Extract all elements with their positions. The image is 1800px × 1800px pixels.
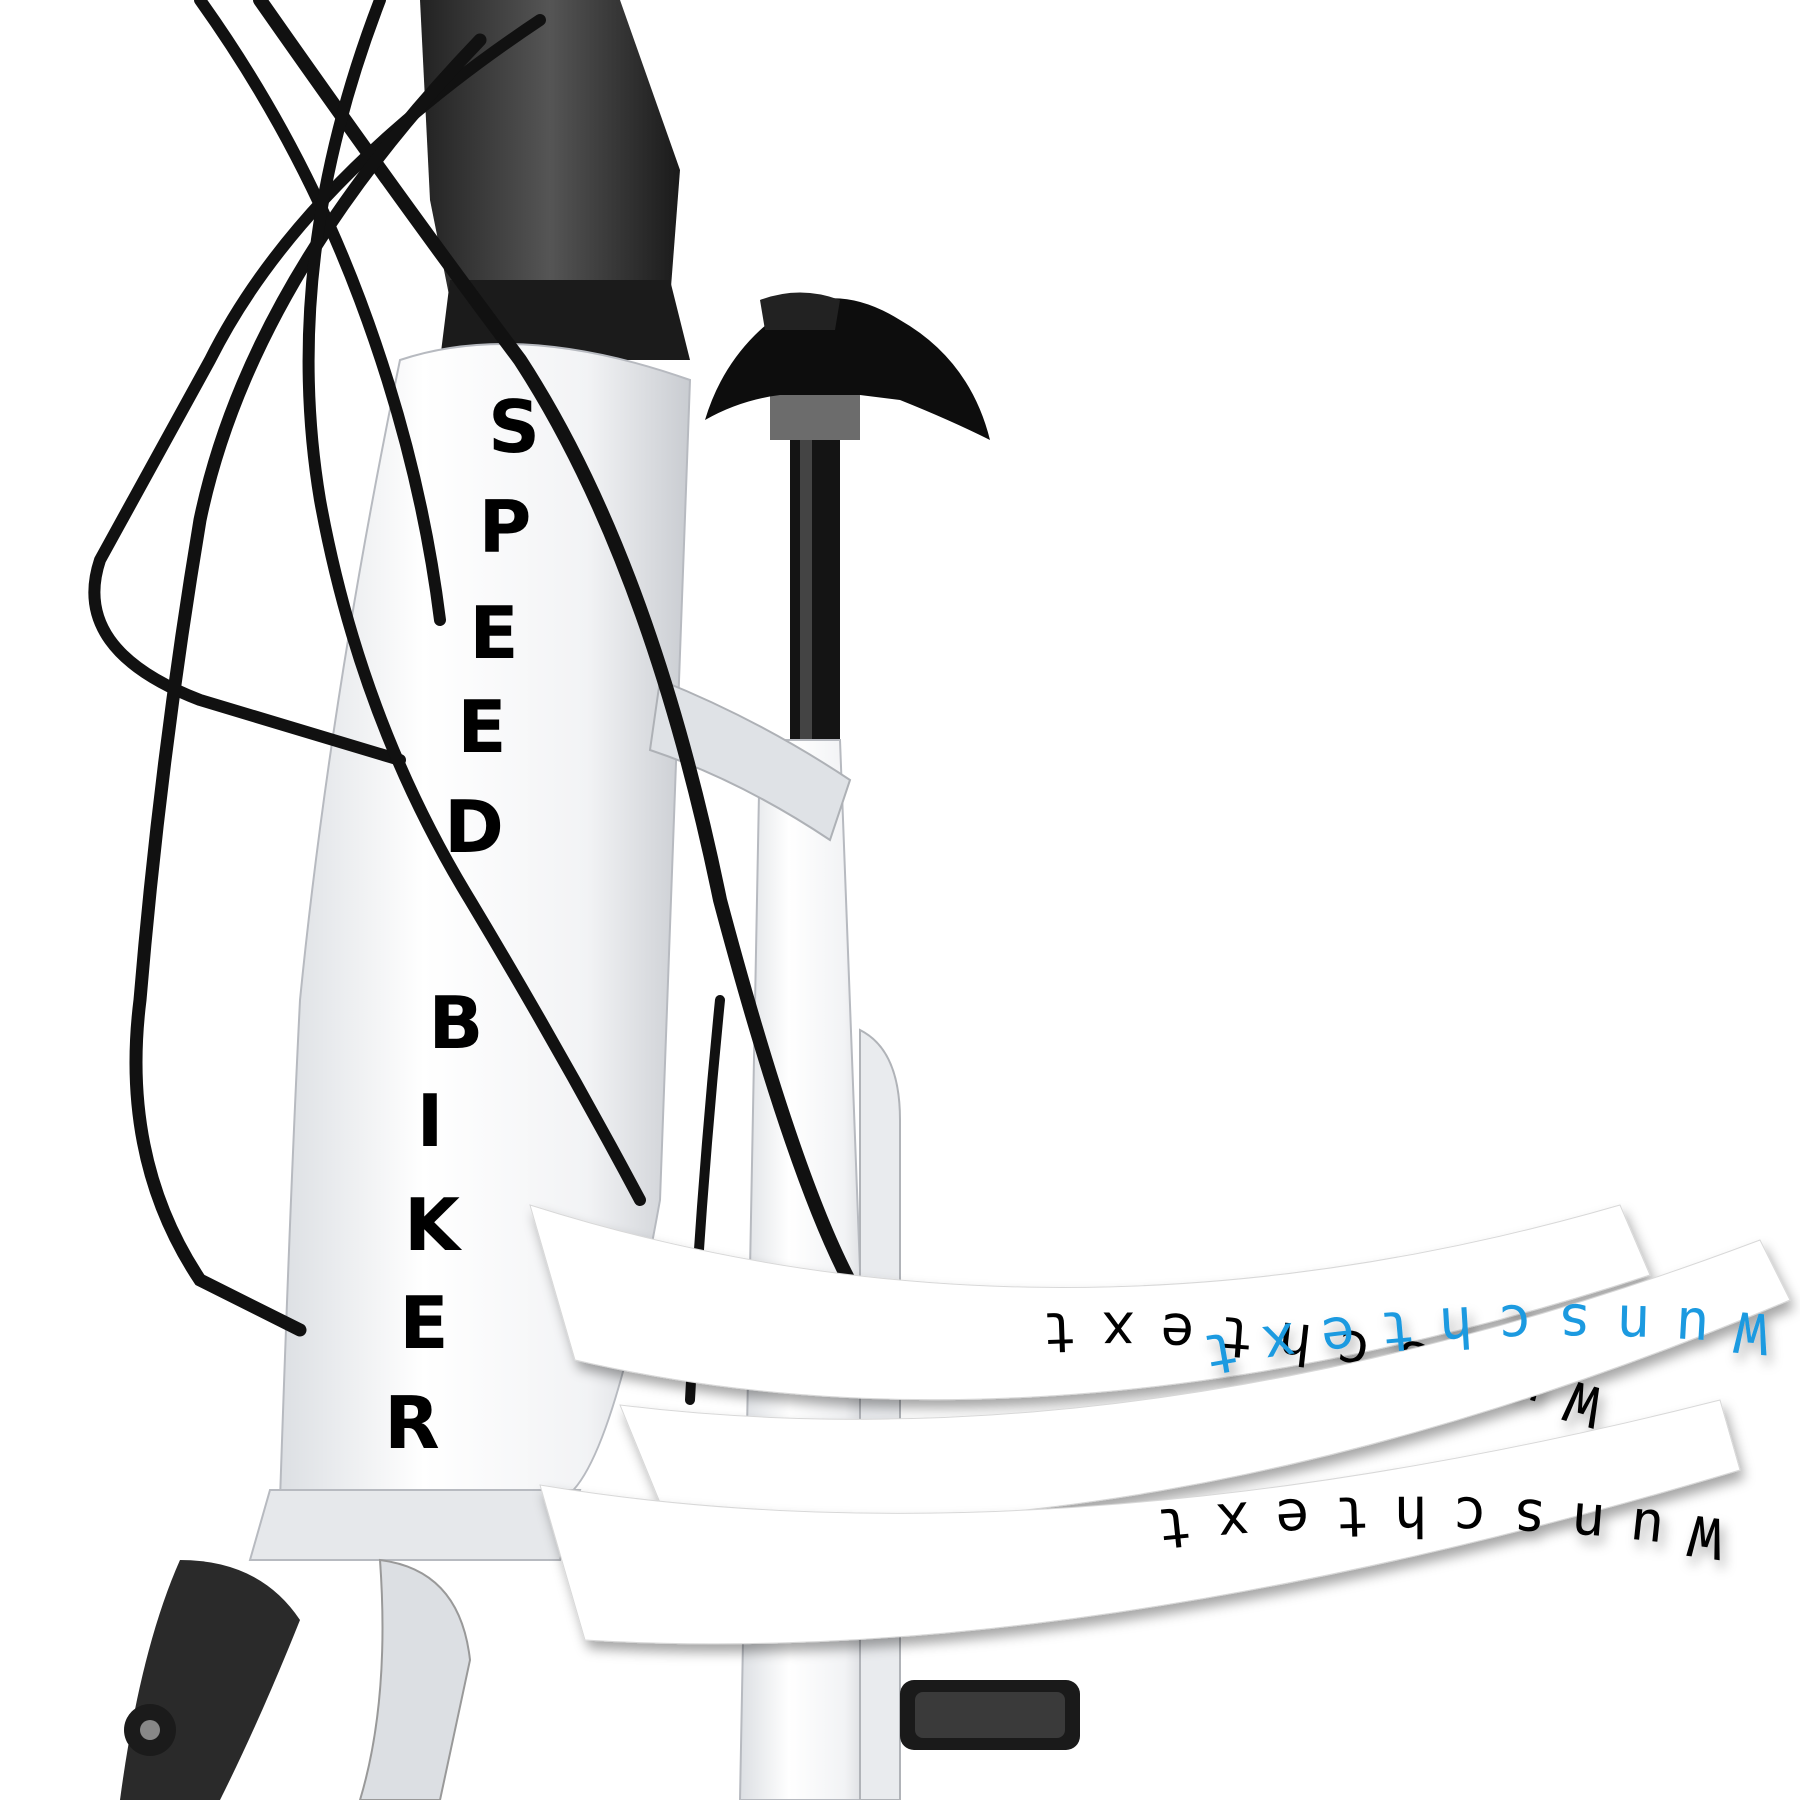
decal-letter: B — [429, 981, 484, 1065]
saddle-icon — [705, 298, 990, 440]
handlebar-stem — [420, 0, 690, 360]
decal-letter: P — [479, 485, 532, 569]
decal-letter: I — [417, 1079, 444, 1163]
seatpost — [705, 292, 990, 750]
head-tube — [248, 343, 692, 1561]
decal-letter: E — [457, 685, 506, 769]
decal-letter: E — [399, 1281, 448, 1365]
decal-letter: R — [384, 1381, 439, 1465]
brake-cables — [88, 0, 867, 1405]
pedal — [900, 1680, 1080, 1750]
decal-speed-biker: S P E E D B I K E R — [384, 385, 540, 1465]
decal-letter: E — [469, 591, 518, 675]
decal-letter: S — [488, 385, 540, 469]
decal-letter: K — [404, 1183, 462, 1267]
fork-brake — [120, 1558, 472, 1800]
decal-letter: D — [444, 785, 504, 869]
